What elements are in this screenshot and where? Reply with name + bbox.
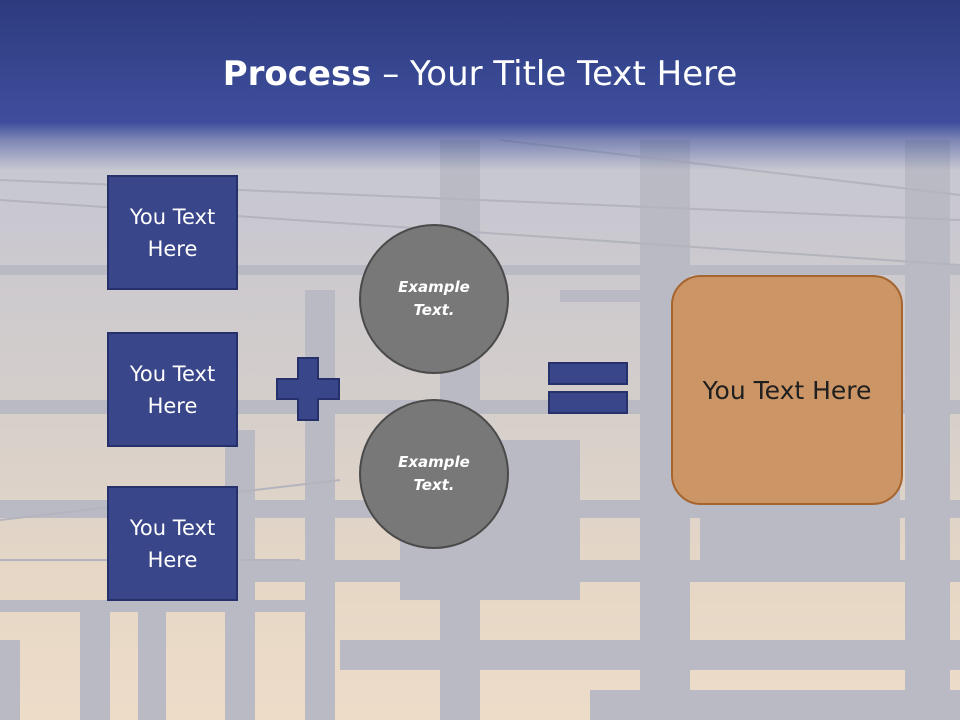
left-box-1[interactable]: You Text Here [107, 175, 238, 290]
result-box[interactable]: You Text Here [671, 275, 903, 505]
left-box-1-text: You Text Here [129, 204, 216, 261]
left-box-2[interactable]: You Text Here [107, 332, 238, 447]
title-banner [0, 0, 960, 170]
left-box-3[interactable]: You Text Here [107, 486, 238, 601]
result-box-text: You Text Here [702, 375, 872, 405]
example-circle-2-text: Example Text. [398, 453, 470, 494]
title-rest: – Your Title Text Here [371, 54, 738, 94]
example-circle-2[interactable]: Example Text. [359, 399, 509, 549]
left-box-2-text: You Text Here [129, 361, 216, 418]
slide-title: Process – Your Title Text Here [0, 52, 960, 96]
example-circle-1-text: Example Text. [398, 278, 470, 319]
left-box-3-text: You Text Here [129, 515, 216, 572]
title-bold: Process [222, 54, 372, 94]
plus-icon [276, 357, 340, 421]
equals-icon [548, 362, 628, 414]
example-circle-1[interactable]: Example Text. [359, 224, 509, 374]
